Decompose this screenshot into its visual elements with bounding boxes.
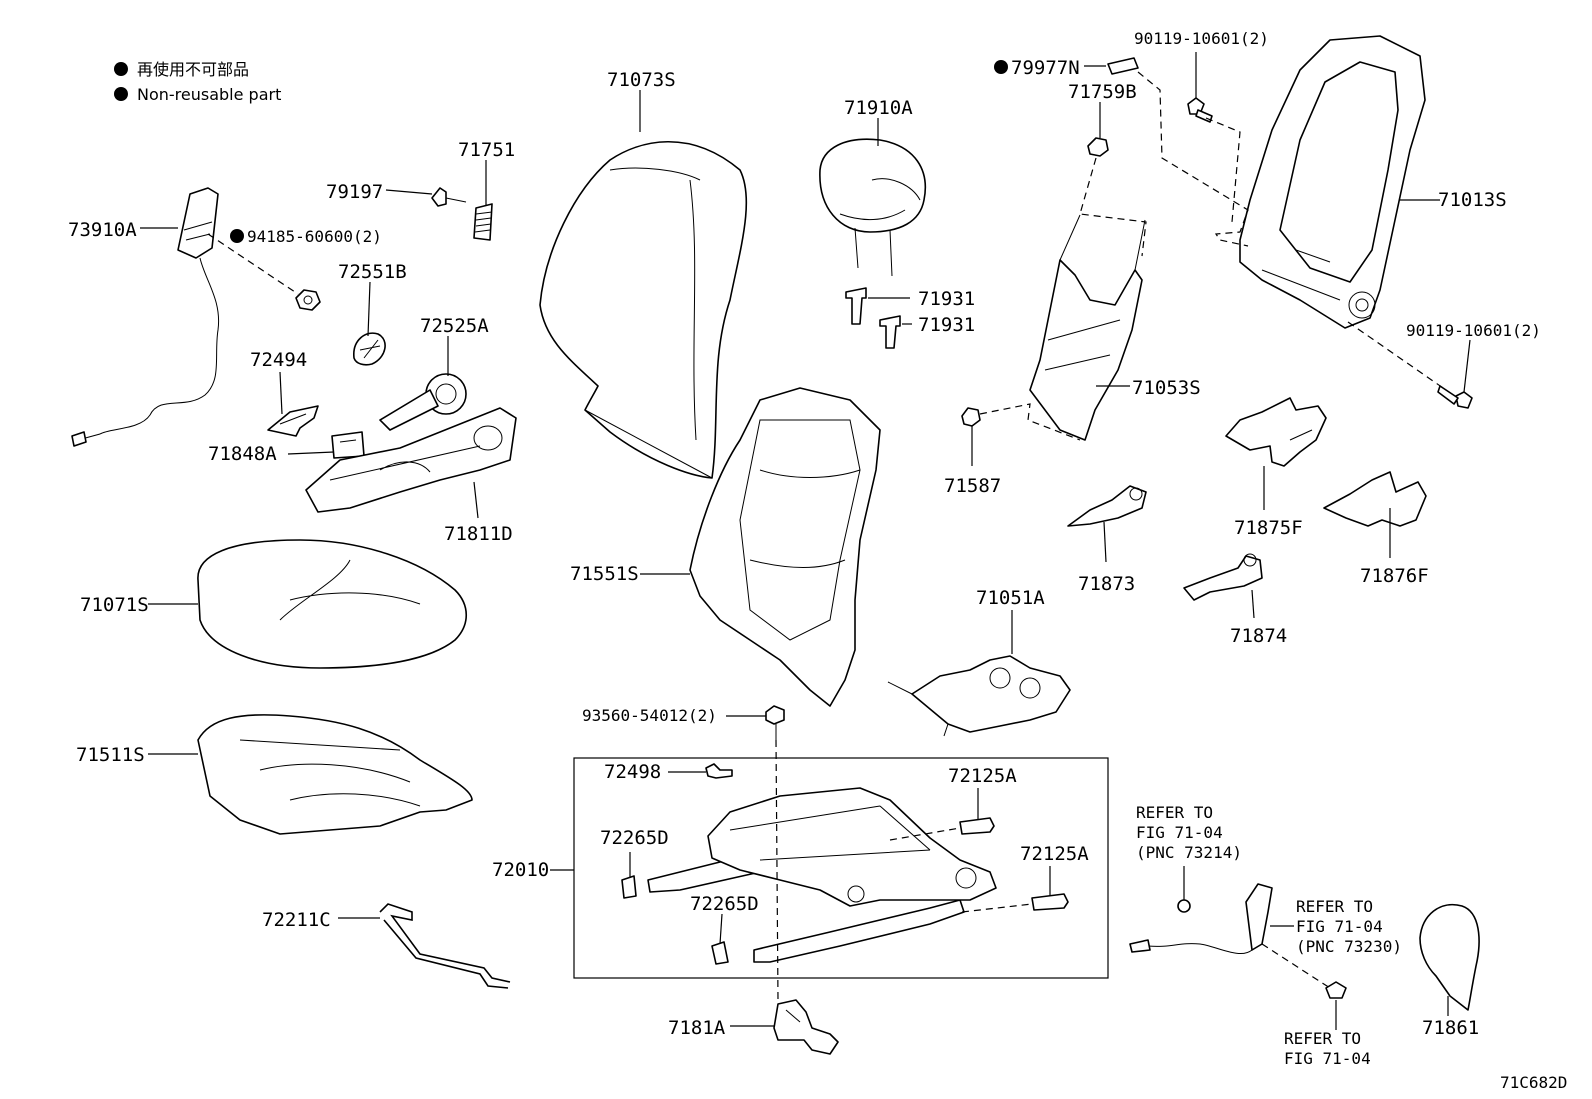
non-reusable-marker-icon — [994, 60, 1008, 74]
label-71910A: 71910A — [844, 97, 913, 119]
reference-2-line-2: FIG 71-04 — [1296, 917, 1383, 936]
legend-ja: 再使用不可部品 — [137, 60, 249, 79]
recliner-71051A-shape — [887, 655, 1071, 737]
cover-71861-shape — [1419, 903, 1480, 1011]
label-79977N: 79977N — [1011, 57, 1080, 79]
reference-1-line-1: REFER TO — [1136, 803, 1213, 822]
headrest-71910A-shape — [819, 138, 926, 277]
legend-en: Non-reusable part — [137, 85, 281, 104]
dashed-guides — [207, 71, 1447, 1001]
reference-1-line-2: FIG 71-04 — [1136, 823, 1223, 842]
side-shield-71811D-shape — [305, 407, 517, 513]
airbag-module-shape — [71, 187, 220, 447]
bolt-90119-lower-shape — [1437, 385, 1473, 409]
spring-71751-shape — [473, 203, 493, 241]
cover-72125A-upper-shape — [959, 817, 995, 835]
cap-72551B-shape — [353, 332, 386, 366]
bracket-71875F-shape — [1225, 397, 1327, 467]
clip-72265D-upper-shape — [621, 875, 637, 899]
pin-72498-shape — [705, 763, 733, 779]
label-90119-upper: 90119-10601(2) — [1134, 29, 1269, 48]
label-72265D-upper: 72265D — [600, 827, 669, 849]
seat-track-72010-shape — [647, 787, 997, 963]
trim-72494-shape — [267, 405, 319, 437]
label-71931b: 71931 — [918, 314, 975, 336]
label-72265D-lower: 72265D — [690, 893, 759, 915]
label-71013S: 71013S — [1438, 189, 1507, 211]
label-71053S: 71053S — [1132, 377, 1201, 399]
label-90119-lower: 90119-10601(2) — [1406, 321, 1541, 340]
clip-79197-shape — [431, 187, 467, 207]
legend-bullet-icon — [114, 87, 128, 101]
knob-72525A-shape — [379, 373, 467, 431]
seat-cushion-cover-71071S-shape — [197, 539, 468, 669]
legend-bullet-icon — [114, 62, 128, 76]
label-71848A: 71848A — [208, 443, 277, 465]
label-72125A-lower: 72125A — [1020, 843, 1089, 865]
lever-71874-shape — [1183, 553, 1263, 601]
label-71861: 71861 — [1422, 1017, 1479, 1039]
label-71051A: 71051A — [976, 587, 1045, 609]
bracket-71876F-shape — [1323, 471, 1427, 527]
label-73910A: 73910A — [68, 219, 137, 241]
seatback-pad-71551S-shape — [689, 387, 881, 707]
seat-belt-buckle-shape — [1129, 883, 1347, 999]
nut-94185-shape — [295, 289, 321, 311]
cover-71873-shape — [1067, 485, 1147, 527]
label-71551S: 71551S — [570, 563, 639, 585]
label-93560: 93560-54012(2) — [582, 706, 717, 725]
label-71874: 71874 — [1230, 625, 1287, 647]
clip-71587-shape — [961, 407, 981, 427]
bracket-7181A-shape — [773, 999, 839, 1055]
seat-cushion-pad-71511S-shape — [197, 714, 473, 835]
label-72211C: 72211C — [262, 909, 331, 931]
label-72494: 72494 — [250, 349, 307, 371]
label-79197: 79197 — [326, 181, 383, 203]
label-71511S: 71511S — [76, 744, 145, 766]
reference-1-line-3: (PNC 73214) — [1136, 843, 1242, 862]
label-71931a: 71931 — [918, 288, 975, 310]
reference-2-line-1: REFER TO — [1296, 897, 1373, 916]
label-71873: 71873 — [1078, 573, 1135, 595]
part-labels: 73910A 94185-60600(2) 79197 71751 72551B… — [68, 29, 1567, 1092]
label-72525A: 72525A — [420, 315, 489, 337]
headrest-guide-71931-shape — [845, 287, 901, 349]
nut-71759B-shape — [1087, 137, 1109, 157]
label-72125A-upper: 72125A — [948, 765, 1017, 787]
label-72010: 72010 — [492, 859, 549, 881]
legend: 再使用不可部品 Non-reusable part — [114, 60, 281, 104]
wire-72211C-shape — [379, 903, 511, 989]
label-7181A: 7181A — [668, 1017, 726, 1039]
label-72551B: 72551B — [338, 261, 407, 283]
seat-track-assembly-box — [573, 757, 1109, 979]
bolt-93560-shape — [765, 705, 785, 740]
label-94185: 94185-60600(2) — [247, 227, 382, 246]
reference-3-line-1: REFER TO — [1284, 1029, 1361, 1048]
figure-code: 71C682D — [1500, 1073, 1567, 1092]
reference-3-line-2: FIG 71-04 — [1284, 1049, 1371, 1068]
label-71751: 71751 — [458, 139, 515, 161]
label-72498: 72498 — [604, 761, 661, 783]
label-71587: 71587 — [944, 475, 1001, 497]
seatback-cover-71073S-shape — [539, 141, 748, 479]
label-71759B: 71759B — [1068, 81, 1137, 103]
label-71073S: 71073S — [607, 69, 676, 91]
non-reusable-marker-icon — [230, 229, 244, 243]
label-71811D: 71811D — [444, 523, 513, 545]
clip-72265D-lower-shape — [711, 941, 729, 965]
label-71071S: 71071S — [80, 594, 149, 616]
pad-79977N-shape — [1107, 57, 1139, 75]
leader-lines — [140, 52, 1471, 1030]
lumbar-support-71053S-shape — [1029, 214, 1146, 441]
label-71875F: 71875F — [1234, 517, 1303, 539]
cover-71848A-shape — [331, 431, 365, 459]
seatback-frame-71013S-shape — [1239, 35, 1426, 329]
cover-72125A-lower-shape — [1031, 893, 1069, 911]
reference-2-line-3: (PNC 73230) — [1296, 937, 1402, 956]
label-71876F: 71876F — [1360, 565, 1429, 587]
